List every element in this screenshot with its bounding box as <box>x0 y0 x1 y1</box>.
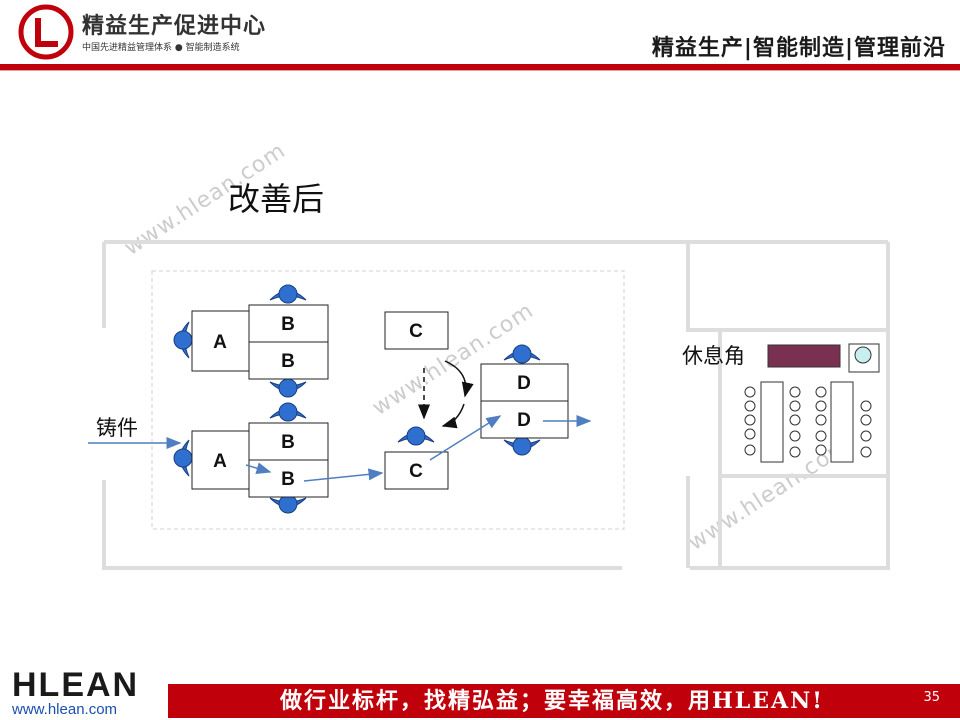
flow-arrow <box>303 468 384 482</box>
footer-bar <box>168 684 960 718</box>
station-b1-top <box>248 304 329 343</box>
work-cell-boundary <box>151 270 625 530</box>
hlean-logo: HLEAN <box>12 666 140 704</box>
stool-icon <box>860 414 872 426</box>
stool-icon <box>815 430 827 442</box>
curved-arrow <box>444 360 474 398</box>
operator-icon <box>503 344 541 364</box>
station-b2-top <box>248 422 329 461</box>
station-c-bottom <box>384 451 449 490</box>
stations <box>191 304 569 498</box>
stool-icon <box>744 428 756 440</box>
worker-movement <box>418 360 474 429</box>
station-label: C <box>409 461 423 482</box>
station-c-top <box>384 311 449 350</box>
header-rule-thin <box>0 70 960 71</box>
operator-icon <box>269 494 307 514</box>
casting-label: 铸件 <box>96 417 138 440</box>
stool-icon <box>744 400 756 412</box>
station-label: D <box>517 373 531 394</box>
stool-icon <box>789 386 801 398</box>
station-label: C <box>409 321 423 342</box>
brand-subtitle: 中国先进精益管理体系 ● 智能制造系统 <box>82 43 240 53</box>
rest-area <box>744 343 880 463</box>
building-walls <box>102 240 890 570</box>
stool-icon <box>744 386 756 398</box>
header-slogan: 精益生产|智能制造|管理前沿 <box>651 36 946 61</box>
page-number: 35 <box>923 690 940 705</box>
stool-icon <box>789 430 801 442</box>
operator-icon <box>173 439 193 477</box>
rest-table <box>830 381 854 463</box>
stool-icon <box>744 444 756 456</box>
station-label: B <box>281 314 295 335</box>
station-label: B <box>281 469 295 490</box>
stool-icon <box>860 430 872 442</box>
rest-table <box>760 381 784 463</box>
operator-icon <box>269 402 307 422</box>
stool-icon <box>815 444 827 456</box>
operator-icon <box>173 321 193 359</box>
station-label: B <box>281 351 295 372</box>
slide-title: 改善后 <box>228 180 325 218</box>
operator-icon <box>503 436 541 456</box>
station-label: D <box>517 410 531 431</box>
stool-icon <box>815 400 827 412</box>
station-label: B <box>281 432 295 453</box>
hlean-url[interactable]: www.hlean.com <box>12 701 118 718</box>
stool-icon <box>789 400 801 412</box>
header-rule <box>0 64 960 70</box>
operator-icon <box>269 284 307 304</box>
rest-area-label: 休息角 <box>682 345 745 368</box>
header: 精益生产促进中心 中国先进精益管理体系 ● 智能制造系统 精益生产|智能制造|管… <box>0 0 960 72</box>
brand-title: 精益生产促进中心 <box>82 14 267 39</box>
stool-icon <box>860 446 872 458</box>
stool-icon <box>744 414 756 426</box>
flow-arrow <box>429 415 502 461</box>
station-d-top <box>480 363 569 402</box>
curved-arrow <box>441 403 465 429</box>
station-a2 <box>191 430 250 490</box>
water-dispenser-icon <box>854 346 872 364</box>
stool-icon <box>789 446 801 458</box>
stool-icon <box>789 414 801 426</box>
stool-icon <box>860 400 872 412</box>
flow-arrow <box>245 462 272 474</box>
footer-slogan: 做行业标杆，找精弘益；要幸福高效，用HLEAN! <box>280 688 824 714</box>
station-label: A <box>213 451 227 472</box>
station-label: A <box>213 332 227 353</box>
flow-arrows <box>88 415 592 482</box>
operator-icon <box>269 378 307 398</box>
stool-icon <box>815 386 827 398</box>
operator-icon <box>397 426 435 446</box>
station-b1-bottom <box>248 341 329 380</box>
rest-cabinet <box>767 344 841 368</box>
brand-logo-icon <box>18 4 74 60</box>
stool-icon <box>815 414 827 426</box>
